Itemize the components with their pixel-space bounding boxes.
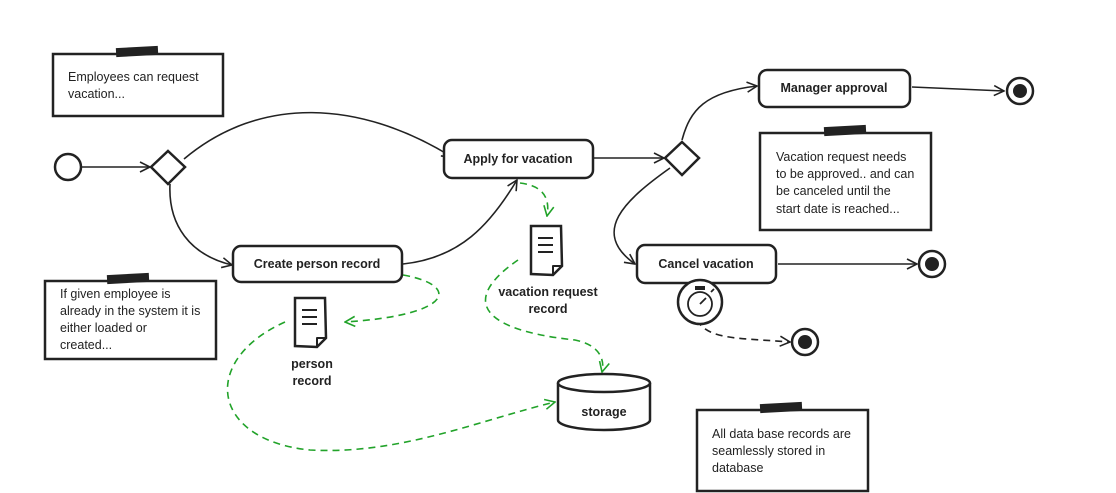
- note-database-line-2: seamlessly stored in: [712, 444, 825, 458]
- task-apply-label: Apply for vacation: [463, 152, 572, 166]
- person-record-label-1: person: [291, 357, 333, 371]
- note-approval-line-4: start date is reached...: [776, 202, 900, 216]
- person-record-label-2: record: [293, 374, 332, 388]
- start-event: [53, 152, 83, 182]
- end-event-timer: [790, 327, 820, 357]
- note-approval-line-1: Vacation request needs: [776, 150, 906, 164]
- note-employee-line-1: If given employee is: [60, 287, 170, 301]
- task-create-person-record: Create person record: [231, 244, 404, 284]
- note-approval-line-3: be canceled until the: [776, 184, 891, 198]
- note-request-line-2: vacation...: [68, 87, 125, 101]
- document-icon: [293, 296, 328, 349]
- assoc-apply-to-vacation-record: [519, 182, 548, 216]
- note-request-line-1: Employees can request: [68, 70, 199, 84]
- gateway-2: [663, 140, 701, 177]
- storage-label: storage: [581, 405, 626, 419]
- note-employee-line-2: already in the system it is: [60, 304, 200, 318]
- assoc-create-to-person-record: [345, 274, 440, 322]
- note-employee-line-4: created...: [60, 338, 112, 352]
- task-apply-for-vacation: Apply for vacation: [442, 138, 595, 180]
- flow-gateway-to-manager-approval: [681, 86, 757, 141]
- note-database-line-3: database: [712, 461, 763, 475]
- end-event-approval: [1005, 76, 1035, 106]
- note-approval: Vacation request needs to be approved.. …: [758, 124, 933, 232]
- document-icon: [529, 224, 564, 277]
- note-approval-line-2: to be approved.. and can: [776, 167, 914, 181]
- note-request: Employees can request vacation...: [51, 45, 225, 118]
- task-create-person-label: Create person record: [254, 257, 380, 271]
- vacation-record-label-1: vacation request: [498, 285, 598, 299]
- gateway-1: [149, 149, 187, 186]
- end-event-cancel: [917, 249, 947, 279]
- storage-data-store: storage: [556, 372, 652, 432]
- assoc-vacation-record-to-storage: [484, 259, 602, 372]
- task-manager-approval: Manager approval: [757, 68, 912, 109]
- note-database: All data base records are seamlessly sto…: [695, 401, 870, 493]
- timer-icon: [676, 278, 724, 326]
- task-cancel-vacation-label: Cancel vacation: [658, 257, 753, 271]
- flow-gateway-to-apply: [183, 111, 452, 160]
- vacation-record-label-2: record: [529, 302, 568, 316]
- note-database-line-1: All data base records are: [712, 427, 851, 441]
- vacation-request-record: vacation request record: [498, 224, 599, 316]
- tape-mark: [823, 124, 867, 137]
- task-cancel-vacation: Cancel vacation: [635, 243, 778, 285]
- flow-approval-to-end: [911, 87, 1004, 91]
- flow-gateway-to-create-person: [169, 183, 232, 265]
- note-employee-line-3: either loaded or: [60, 321, 147, 335]
- tape-mark: [106, 272, 150, 285]
- task-manager-approval-label: Manager approval: [781, 81, 888, 95]
- tape-mark: [115, 45, 159, 58]
- flow-timer-to-end: [696, 319, 790, 342]
- tape-mark: [759, 401, 803, 414]
- flow-create-person-to-apply: [402, 180, 517, 265]
- note-employee: If given employee is already in the syst…: [43, 272, 218, 361]
- person-record: person record: [291, 296, 333, 388]
- flow-gateway-to-cancel: [613, 167, 671, 264]
- assoc-person-record-to-storage: [226, 321, 555, 452]
